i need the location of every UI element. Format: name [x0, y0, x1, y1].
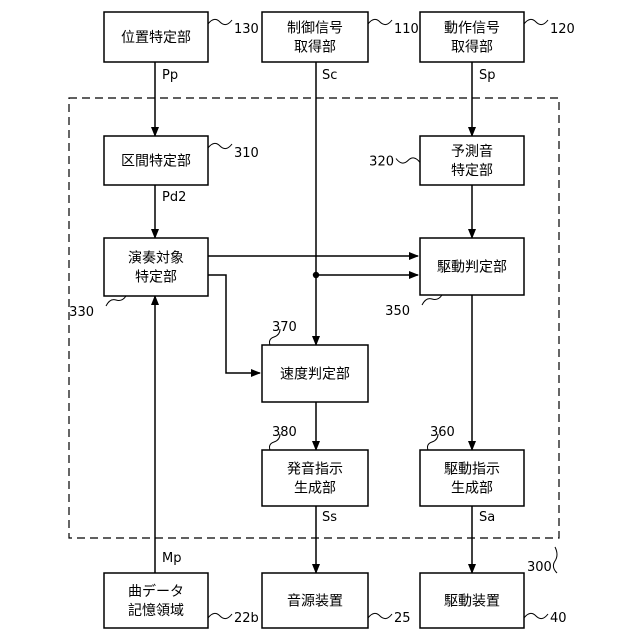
block-360-label-line-1: 駆動指示 — [444, 462, 500, 478]
blocks: 位置特定部 130 制御信号取得部 110 動作信号取得部 120 区間特定部 310 予測音特… — [69, 12, 575, 628]
block-120-label-line-1: 動作信号 — [444, 21, 500, 37]
block-120: 動作信号取得部 120 — [420, 12, 575, 62]
block-330: 演奏対象特定部 330 — [69, 238, 208, 320]
block-380-label-line-1: 発音指示 — [287, 461, 343, 478]
block-110-ref-leader — [368, 19, 392, 24]
block-350: 駆動判定部 350 — [385, 238, 524, 319]
block-310-label-line-1: 区間特定部 — [121, 154, 191, 170]
junction-dot — [313, 272, 319, 278]
block-330-ref-leader — [106, 296, 126, 306]
block-25-ref: 25 — [394, 611, 411, 626]
block-22b-ref: 22b — [234, 611, 259, 626]
block-370-ref: 370 — [272, 320, 297, 335]
arrow-330-to-370 — [208, 275, 260, 373]
block-40: 駆動装置 40 — [420, 573, 567, 628]
block-120-ref: 120 — [550, 22, 575, 37]
signal-sc: Sc — [322, 68, 337, 83]
block-110: 制御信号取得部 110 — [262, 12, 419, 62]
block-320: 予測音特定部 320 — [369, 136, 524, 185]
signal-mp: Mp — [162, 551, 181, 566]
block-130-ref: 130 — [234, 22, 259, 37]
block-330-label-line-2: 特定部 — [135, 270, 177, 286]
block-320-ref: 320 — [369, 155, 394, 170]
block-350-label-line-1: 駆動判定部 — [437, 260, 507, 276]
block-130-label-line-1: 位置特定部 — [121, 30, 191, 46]
block-110-label-line-2: 取得部 — [294, 39, 336, 56]
block-22b-ref-leader — [208, 613, 232, 618]
block-120-label-line-2: 取得部 — [451, 39, 493, 56]
signal-sa: Sa — [479, 510, 495, 525]
signal-pd2: Pd2 — [162, 190, 186, 205]
block-370: 速度判定部 370 — [262, 320, 368, 402]
block-22b-label-line-2: 記憶領域 — [128, 602, 184, 619]
block-380-box — [262, 450, 368, 506]
signal-pp: Pp — [162, 68, 178, 83]
block-110-label-line-1: 制御信号 — [287, 21, 343, 37]
signal-ss: Ss — [322, 510, 337, 525]
block-360-box — [420, 450, 524, 506]
block-130-ref-leader — [208, 19, 232, 24]
block-360-label-line-2: 生成部 — [451, 481, 493, 497]
block-350-ref: 350 — [385, 304, 410, 319]
block-40-label-line-1: 駆動装置 — [444, 594, 500, 610]
block-22b-box — [104, 573, 208, 628]
block-330-ref: 330 — [69, 305, 94, 320]
block-25-ref-leader — [368, 613, 392, 618]
block-22b-label-line-1: 曲データ — [128, 583, 184, 600]
block-380-label-line-2: 生成部 — [294, 481, 336, 497]
block-320-label-line-2: 特定部 — [451, 163, 493, 179]
block-350-ref-leader — [422, 295, 442, 305]
block-110-ref: 110 — [394, 22, 419, 37]
block-330-box — [104, 238, 208, 296]
block-120-ref-leader — [524, 19, 548, 24]
block-360-ref: 360 — [430, 425, 455, 440]
block-25-label-line-1: 音源装置 — [287, 593, 343, 610]
block-320-label-line-1: 予測音 — [451, 143, 493, 160]
signal-sp: Sp — [479, 68, 496, 83]
block-130: 位置特定部 130 — [104, 12, 259, 62]
block-330-label-line-1: 演奏対象 — [128, 251, 184, 267]
ref-300: 300 — [527, 560, 552, 575]
block-25: 音源装置 25 — [262, 573, 411, 628]
block-370-label-line-1: 速度判定部 — [280, 367, 350, 383]
block-320-ref-leader — [396, 158, 420, 163]
block-380: 発音指示生成部 380 — [262, 425, 368, 506]
block-40-ref: 40 — [550, 611, 567, 626]
block-310-ref: 310 — [234, 146, 259, 161]
block-40-ref-leader — [524, 613, 548, 618]
block-22b: 曲データ記憶領域 22b — [104, 573, 259, 628]
block-310-ref-leader — [208, 143, 232, 148]
leader-300 — [553, 547, 557, 573]
block-310: 区間特定部 310 — [104, 136, 259, 185]
block-380-ref: 380 — [272, 425, 297, 440]
